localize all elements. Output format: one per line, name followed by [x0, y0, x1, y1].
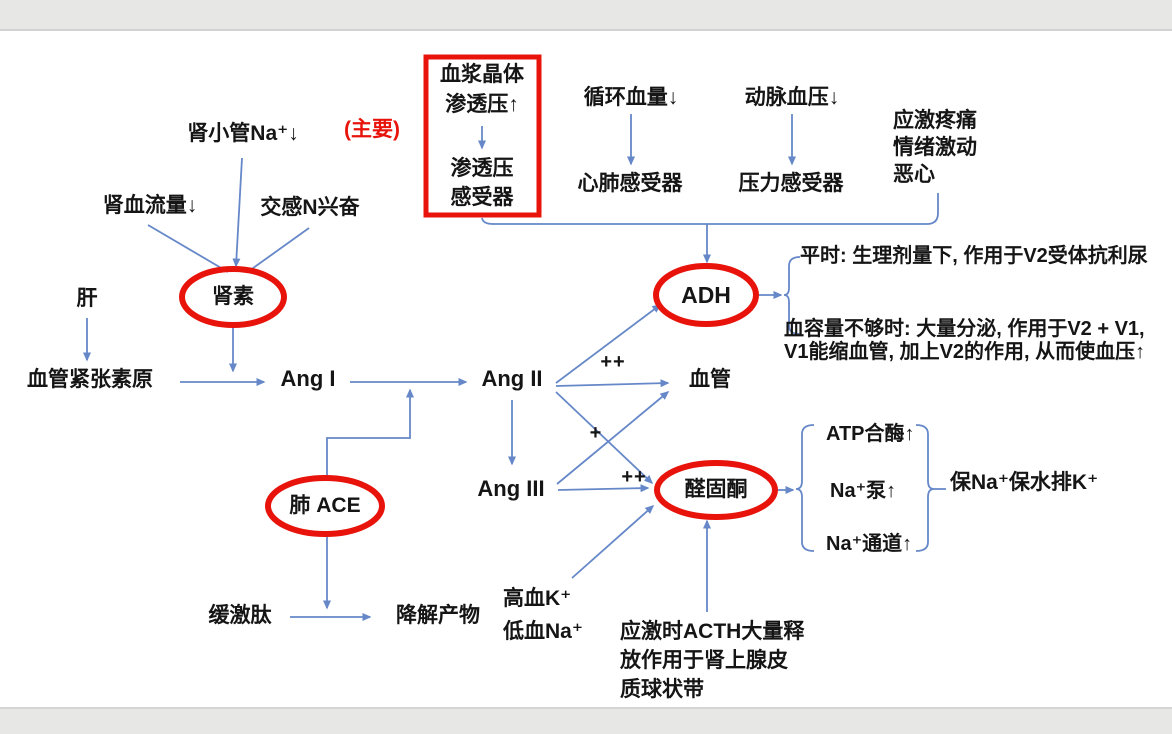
label-tubule-na: 肾小管Na⁺↓ [187, 122, 299, 145]
label-arterial-bp: 动脉血压↓ [744, 86, 840, 109]
label-ang1: Ang I [280, 366, 336, 391]
label-na-channel: Na⁺通道↑ [826, 533, 913, 555]
renin-highlight-ellipse [179, 266, 287, 328]
label-angiotensinogen: 血管紧张素原 [27, 368, 153, 391]
label-renal-blood-flow: 肾血流量↓ [102, 194, 198, 217]
label-liver: 肝 [76, 287, 98, 310]
label-vessel: 血管 [689, 368, 731, 391]
label-renin: 肾素 [212, 285, 254, 308]
label-acth: 应激时ACTH大量释 放作用于肾上腺皮 质球状带 [620, 620, 805, 701]
label-baroreceptor: 压力感受器 [738, 172, 844, 195]
label-ang2: Ang II [481, 366, 543, 391]
label-adh-normal-effect: 平时: 生理剂量下, 作用于V2受体抗利尿 [800, 245, 1148, 267]
label-osmoreceptor: 渗透压 感受器 [450, 157, 514, 209]
label-main-tag: (主要) [344, 118, 400, 141]
label-degradation: 降解产物 [396, 604, 480, 627]
label-circulating-volume: 循环血量↓ [583, 86, 679, 109]
label-aldosterone: 醛固酮 [684, 478, 748, 501]
lung-ace-highlight-ellipse [265, 475, 385, 537]
osmotic-pressure-highlight-box [423, 54, 542, 218]
label-stress: 应激疼痛 情绪激动 恶心 [893, 109, 977, 186]
label-ang3: Ang III [477, 476, 545, 501]
label-atp-synthase: ATP合酶↑ [826, 423, 915, 445]
adh-highlight-ellipse [653, 263, 759, 327]
label-sympathetic: 交感N兴奋 [260, 196, 360, 219]
aldosterone-highlight-ellipse [654, 460, 778, 520]
top-gray-bar [0, 0, 1172, 31]
label-plus2-bottom: ++ [621, 466, 647, 488]
label-adh: ADH [681, 282, 731, 308]
label-bradykinin: 缓激肽 [208, 604, 272, 627]
label-na-pump: Na⁺泵↑ [830, 480, 897, 502]
label-plus1: + [589, 422, 603, 444]
connector-lines [83, 114, 946, 621]
label-lung-ace: 肺 ACE [289, 494, 361, 517]
label-cardiopulmonary-receptor: 心肺感受器 [577, 172, 683, 195]
label-aldosterone-effect: 保Na⁺保水排K⁺ [950, 471, 1099, 494]
bottom-gray-bar [0, 707, 1172, 734]
label-high-k-low-na: 高血K⁺ 低血Na⁺ [503, 587, 583, 643]
label-osmotic-box: 血浆晶体 渗透压↑ [440, 63, 524, 116]
label-plus2-top: ++ [600, 351, 626, 373]
label-adh-low-volume-effect: 血容量不够时: 大量分泌, 作用于V2 + V1, V1能缩血管, 加上V2的作… [784, 318, 1146, 363]
